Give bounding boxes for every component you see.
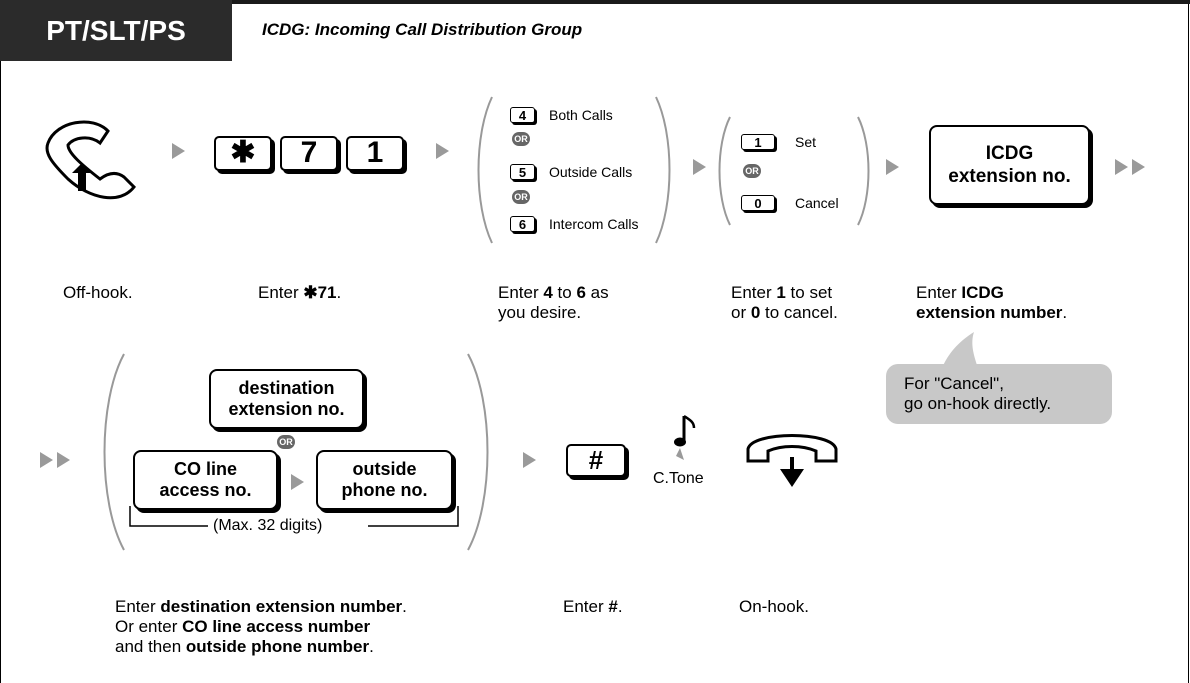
- arrow-icon: [886, 159, 899, 175]
- cancel-note-bubble: For "Cancel", go on-hook directly.: [886, 364, 1112, 424]
- icdg-box-line2: extension no.: [948, 166, 1071, 187]
- max-digits-label: (Max. 32 digits): [213, 517, 323, 534]
- max-digits-bracket: [129, 506, 459, 527]
- one-key: 1: [346, 136, 404, 171]
- handset-offhook-icon: [45, 120, 136, 200]
- arrow-icon: [172, 143, 185, 159]
- step-offhook: Off-hook.: [63, 283, 133, 302]
- or-badge: OR: [277, 435, 295, 449]
- set-label: Set: [795, 134, 817, 150]
- or-badge: OR: [512, 190, 530, 204]
- outside-phone-box: outside phone no.: [316, 450, 453, 510]
- cancel-label: Cancel: [795, 195, 839, 211]
- outside-box-line1: outside: [352, 459, 417, 479]
- destination-extension-box: destination extension no.: [209, 369, 364, 429]
- step-destination: Enter destination extension number. Or e…: [115, 597, 407, 656]
- destination-box-line2: extension no.: [228, 399, 345, 419]
- step-onhook: On-hook.: [739, 597, 809, 616]
- icdg-box-line1: ICDG: [985, 143, 1034, 164]
- step-enter-hash: Enter #.: [563, 597, 623, 616]
- double-arrow-icon: [1132, 159, 1145, 175]
- star-key: ✱: [214, 136, 272, 171]
- set-cancel-parentheses: [718, 116, 870, 226]
- double-arrow-icon: [1115, 159, 1128, 175]
- options-parentheses: [477, 96, 671, 244]
- co-box-line2: access no.: [159, 480, 252, 500]
- outside-box-line2: phone no.: [341, 480, 428, 500]
- arrow-icon: [693, 159, 706, 175]
- set-key-1: 1: [741, 134, 775, 150]
- icdg-extension-box: ICDG extension no.: [929, 125, 1090, 205]
- arrow-icon: [523, 452, 536, 468]
- step-enter-71: Enter ✱71.: [258, 283, 342, 302]
- co-box-line1: CO line: [173, 459, 237, 479]
- header-rule: [0, 0, 1190, 4]
- bubble-tail: [942, 332, 978, 368]
- option-key-5: 5: [510, 164, 535, 180]
- arrow-icon: [291, 474, 304, 490]
- option-label-both: Both Calls: [549, 107, 613, 123]
- page-title: ICDG: Incoming Call Distribution Group: [262, 20, 583, 39]
- option-label-outside: Outside Calls: [549, 164, 633, 180]
- device-tag: PT/SLT/PS: [0, 0, 232, 61]
- double-arrow-icon: [57, 452, 70, 468]
- or-badge: OR: [512, 132, 530, 146]
- double-arrow-icon: [40, 452, 53, 468]
- option-label-intercom: Intercom Calls: [549, 216, 639, 232]
- cancel-key-0: 0: [741, 195, 775, 211]
- destination-parentheses: [103, 353, 489, 551]
- option-key-4: 4: [510, 107, 535, 123]
- or-badge: OR: [743, 164, 761, 178]
- bubble-line2: go on-hook directly.: [904, 394, 1052, 413]
- music-note-icon: [674, 414, 696, 460]
- co-line-access-box: CO line access no.: [133, 450, 278, 510]
- arrow-icon: [436, 143, 449, 159]
- handset-onhook-icon: [746, 434, 838, 487]
- destination-box-line1: destination: [238, 378, 335, 398]
- confirmation-tone-label: C.Tone: [653, 470, 704, 487]
- bubble-line1: For "Cancel",: [904, 374, 1004, 393]
- option-key-6: 6: [510, 216, 535, 232]
- hash-key: #: [566, 444, 626, 477]
- seven-key: 7: [280, 136, 338, 171]
